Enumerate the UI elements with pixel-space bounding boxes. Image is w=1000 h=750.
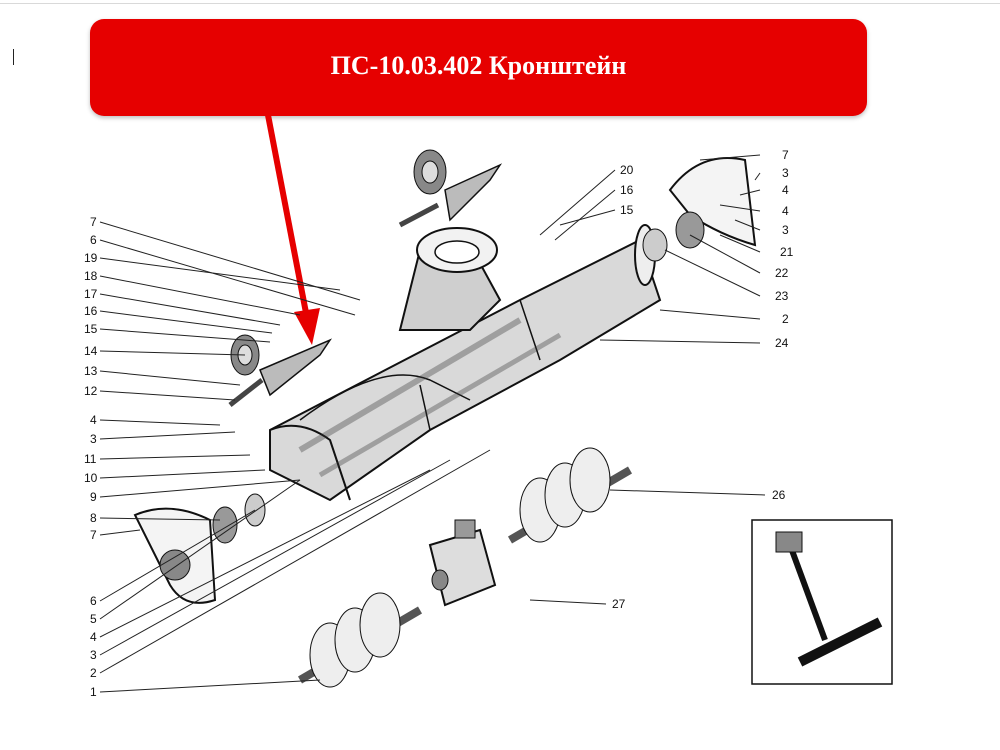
- callout-label: 16: [84, 304, 98, 318]
- callout-label: 14: [84, 344, 98, 358]
- callout-label: 18: [84, 269, 98, 283]
- callout-label: 6: [90, 233, 97, 247]
- callout-label: 20: [620, 163, 634, 177]
- auger-right: [507, 447, 633, 544]
- callout-label: 3: [90, 648, 97, 662]
- title-banner: ПС-10.03.402 Кронштейн: [90, 19, 867, 116]
- callout-label: 8: [90, 511, 97, 525]
- callout-label: 27: [612, 597, 626, 611]
- callout-label: 15: [84, 322, 98, 336]
- callout-label: 4: [90, 413, 97, 427]
- callout-label: 7: [782, 148, 789, 162]
- callout-label: 1: [90, 685, 97, 699]
- callout-label: 11: [84, 452, 97, 466]
- callouts-left: 7 6 19 18 17 16 15 14 13 12 4 3 11 10 9 …: [84, 215, 98, 699]
- callout-label: 22: [775, 266, 789, 280]
- housing-body: [269, 224, 662, 502]
- callout-label: 17: [84, 287, 98, 301]
- callout-label: 12: [84, 384, 98, 398]
- callout-label: 9: [90, 490, 97, 504]
- bracket-assembly-left: [228, 334, 333, 407]
- callout-label: 21: [780, 245, 794, 259]
- callout-label: 3: [90, 432, 97, 446]
- bracket-assembly-top: [398, 149, 503, 228]
- callout-label: 4: [90, 630, 97, 644]
- callout-label: 2: [90, 666, 97, 680]
- banner-title: ПС-10.03.402 Кронштейн: [330, 50, 627, 80]
- callout-label: 6: [90, 594, 97, 608]
- callout-label: 23: [775, 289, 789, 303]
- auger-lower: [297, 592, 423, 688]
- gearbox: [428, 519, 497, 607]
- callout-label: 3: [782, 223, 789, 237]
- callout-label: 2: [782, 312, 789, 326]
- callout-label: 13: [84, 364, 98, 378]
- leader-lines: [99, 154, 766, 693]
- callout-label: 15: [620, 203, 634, 217]
- callout-label: 4: [782, 183, 789, 197]
- callout-label: 3: [782, 166, 789, 180]
- top-divider: [0, 3, 1000, 4]
- callout-label: 26: [772, 488, 786, 502]
- callout-label: 19: [84, 251, 98, 265]
- callout-label: 5: [90, 612, 97, 626]
- callout-label: 7: [90, 215, 97, 229]
- callout-label: 10: [84, 471, 98, 485]
- callout-label: 7: [90, 528, 97, 542]
- red-pointer-arrow: [265, 114, 320, 345]
- text-cursor: [13, 49, 14, 65]
- callouts-right: 7 3 4 4 3 21 22 23 2 24 20 16 15: [620, 148, 794, 350]
- callouts-lower: 26 27: [612, 488, 786, 611]
- inset-overview: [751, 519, 893, 685]
- callout-label: 16: [620, 183, 634, 197]
- right-end-disc: [642, 157, 757, 262]
- callout-label: 4: [782, 204, 789, 218]
- callout-label: 24: [775, 336, 789, 350]
